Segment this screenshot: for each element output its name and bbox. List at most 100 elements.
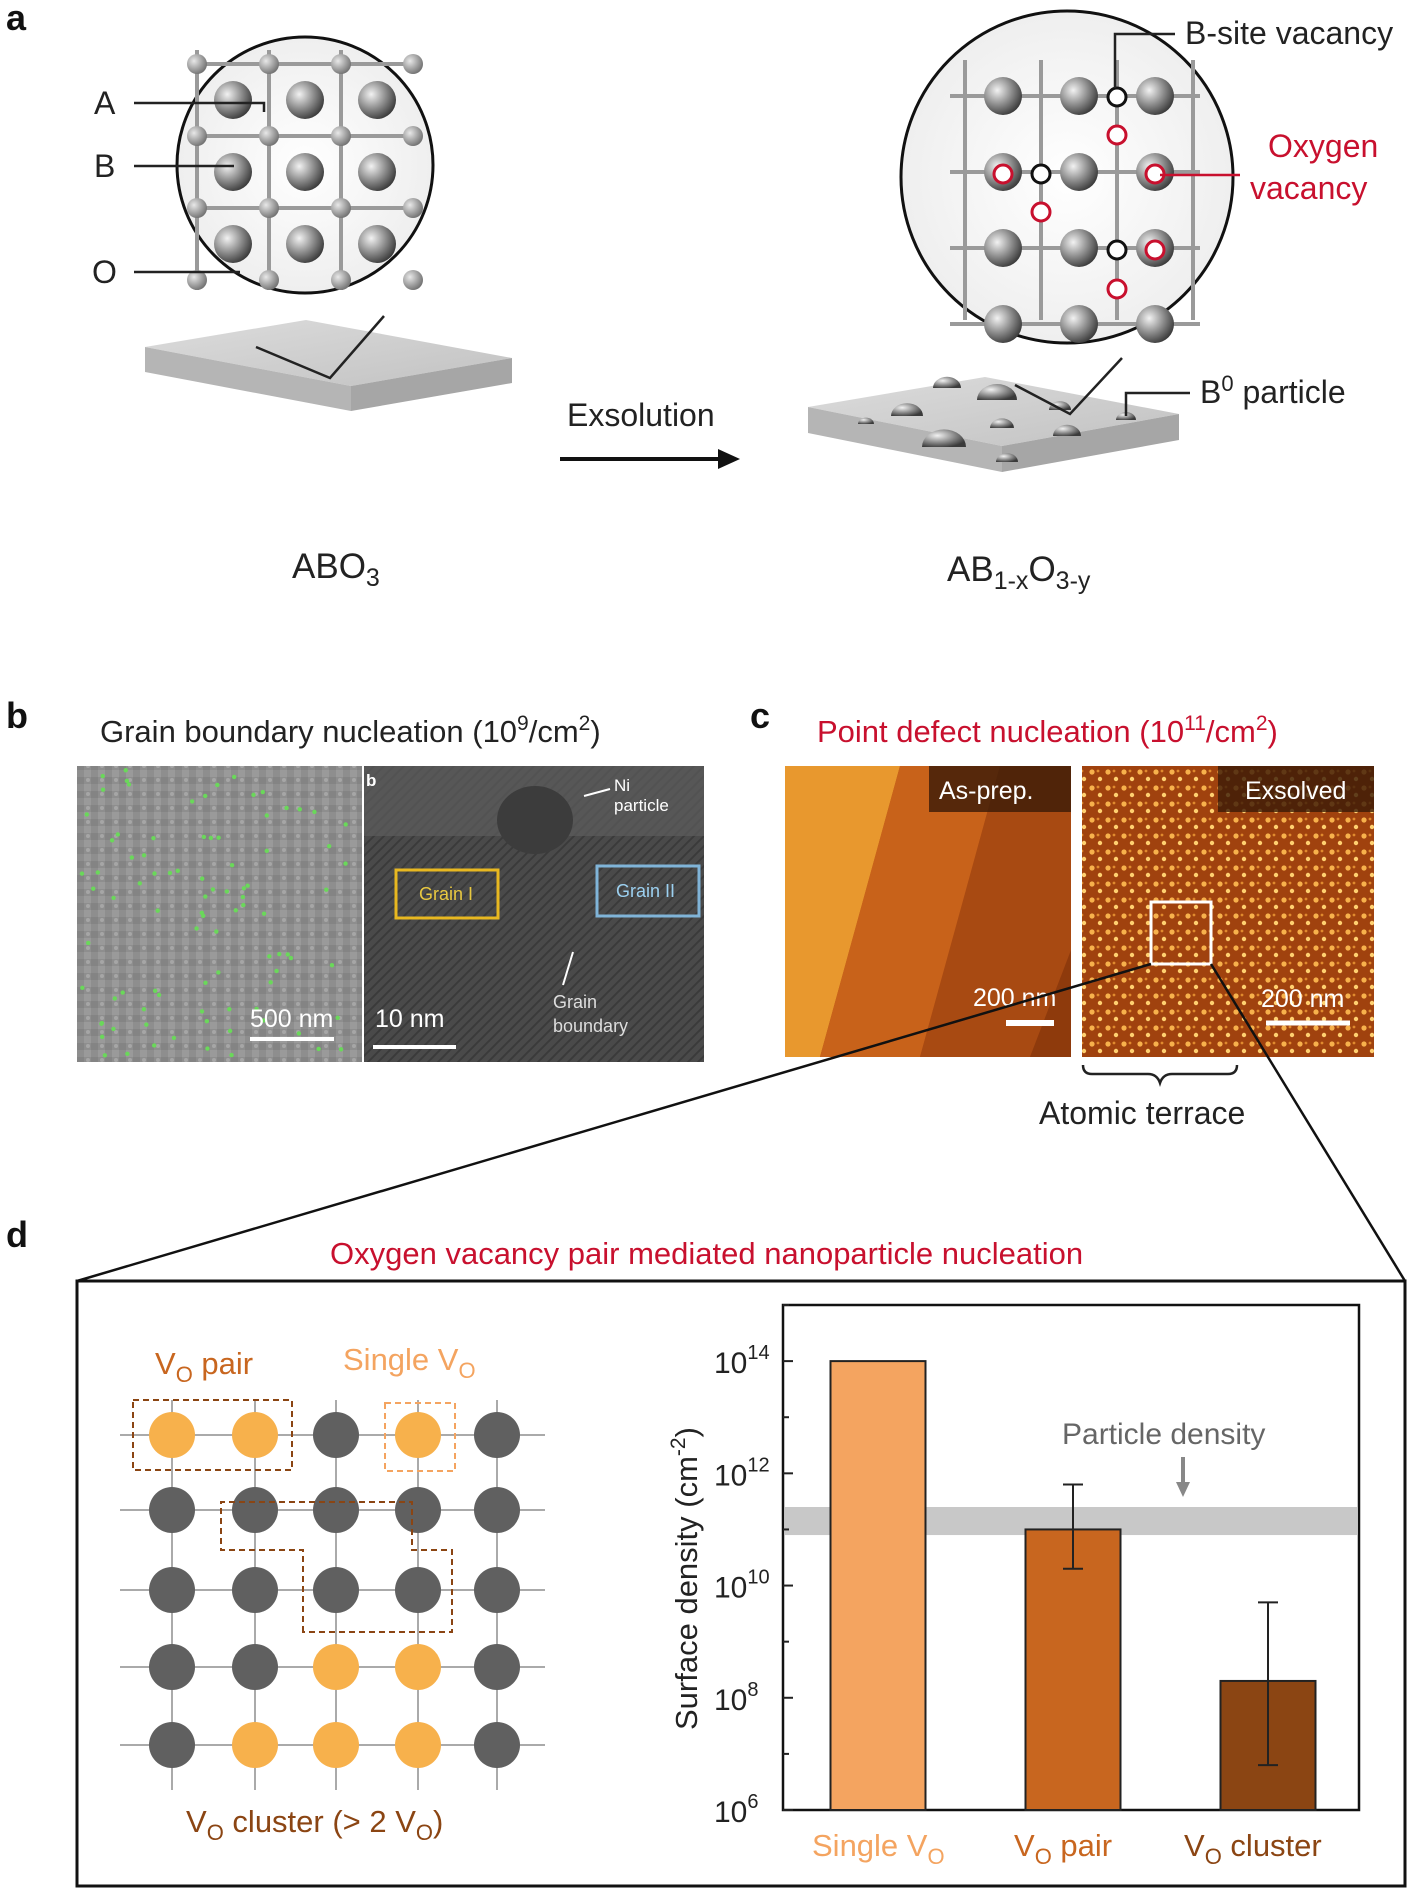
b-site-atom (187, 54, 207, 74)
nucleation-site (215, 782, 220, 788)
nucleation-site (137, 881, 143, 886)
nucleation-site (102, 1053, 108, 1058)
b-site-vacancy-marker (1030, 163, 1052, 185)
nucleation-site (112, 996, 117, 1001)
a-site-atom (286, 81, 324, 119)
lattice-atom (395, 1487, 441, 1533)
terrace-brace (1081, 1064, 1239, 1087)
b-site-atom (403, 126, 423, 146)
lattice-atom (474, 1567, 520, 1613)
nucleation-site (129, 855, 135, 860)
exsolution-label: Exsolution (567, 397, 715, 433)
b-site-atom (331, 270, 351, 290)
lattice-atom (313, 1412, 359, 1458)
b-site-atom (331, 198, 351, 218)
formula-exsolved: AB1-xO3-y (947, 550, 1091, 595)
nucleation-site (245, 883, 250, 888)
b-site-atom (259, 54, 279, 74)
as-prep-label: As-prep. (939, 777, 1033, 805)
a-site-atom (1060, 305, 1098, 343)
nucleation-site (199, 876, 205, 881)
nucleation-site (229, 1052, 234, 1058)
y-tick-label: 1010 (714, 1567, 770, 1605)
a-site-atom (984, 229, 1022, 267)
b-site-atom (259, 270, 279, 290)
atomic-terrace-label: Atomic terrace (1039, 1095, 1245, 1131)
a-site-atom (286, 225, 324, 263)
nucleation-site (151, 835, 156, 841)
nucleation-site (151, 1043, 157, 1048)
b-site-atom (403, 54, 423, 74)
lattice-atom (149, 1567, 195, 1613)
error-bar (1258, 1601, 1278, 1767)
nucleation-site (91, 886, 96, 891)
b0-particle (891, 403, 923, 416)
nucleation-site (111, 895, 116, 901)
oxygen-vacancy-label-line2: vacancy (1250, 170, 1367, 206)
left-slab (145, 320, 512, 411)
chart-ylabel: Surface density (cm-2) (667, 1427, 704, 1730)
nucleation-site (208, 835, 214, 841)
nucleation-site (264, 848, 269, 854)
a-site-atom (358, 81, 396, 119)
bar-single-vo (829, 1360, 927, 1811)
grain-boundary-label-line2: boundary (553, 1016, 628, 1036)
b0-particle (922, 429, 966, 447)
nucleation-site (343, 861, 348, 866)
a-site-atom (1060, 153, 1098, 191)
a-site-atom (286, 153, 324, 191)
nucleation-site (80, 985, 85, 991)
nucleation-site (241, 886, 247, 891)
oxygen-vacancy-marker (1106, 124, 1128, 146)
panel-d-letter: d (6, 1214, 28, 1255)
nucleation-site (288, 955, 294, 961)
afm-right-scale-label: 200 nm (1261, 985, 1344, 1013)
lattice-atom (474, 1722, 520, 1768)
formula-abo3: ABO3 (292, 547, 380, 592)
label-a: A (94, 85, 116, 121)
y-tick-label: 108 (714, 1679, 759, 1717)
zoom-box (1149, 900, 1213, 966)
oxygen-vacancy-marker (1030, 201, 1052, 223)
lattice-atom (232, 1487, 278, 1533)
nucleation-site (205, 1046, 210, 1051)
x-category-label: VO cluster (1184, 1828, 1322, 1869)
nucleation-site (109, 838, 115, 843)
particle-density-label: Particle density (1062, 1418, 1265, 1451)
lattice-atom (149, 1644, 195, 1690)
bar-vo-pair (1024, 1528, 1122, 1811)
b0-particle (990, 418, 1014, 428)
a-site-atom (214, 81, 252, 119)
nucleation-site (277, 951, 282, 957)
lattice-atom (232, 1567, 278, 1613)
nucleation-site (95, 870, 101, 875)
panel-d-title: Oxygen vacancy pair mediated nanoparticl… (330, 1236, 1083, 1271)
label-o: O (92, 254, 117, 290)
panel-c-title: Point defect nucleation (1011/cm2) (817, 712, 1278, 749)
vacancy-lattice: VO pair Single VO VO cluster (> 2 VO) (120, 1342, 545, 1845)
lattice-atom (313, 1567, 359, 1613)
grain-i-box (394, 868, 500, 920)
oxygen-vacancy-site (395, 1722, 441, 1768)
error-bar (1063, 1483, 1083, 1570)
lattice-atom (395, 1567, 441, 1613)
b-site-vacancy-marker (1106, 239, 1128, 261)
nucleation-site (156, 992, 162, 998)
nucleation-site (254, 1006, 259, 1012)
b-site-atom (403, 198, 423, 218)
nucleation-site (227, 1028, 233, 1034)
nucleation-site (210, 887, 216, 892)
nucleation-site (338, 1047, 344, 1052)
b0-particle-label: B0 particle (1200, 371, 1346, 410)
b-site-atom (187, 126, 207, 146)
nucleation-site (251, 792, 256, 798)
exsolved-label: Exsolved (1245, 777, 1346, 805)
b-site-atom (331, 54, 351, 74)
nucleation-site (260, 789, 265, 795)
nucleation-site (297, 807, 302, 812)
nucleation-site (144, 1022, 149, 1027)
nucleation-site (229, 862, 235, 868)
a-site-atom (1060, 77, 1098, 115)
oxygen-vacancy-marker (1144, 239, 1166, 261)
nucleation-site (241, 902, 246, 908)
